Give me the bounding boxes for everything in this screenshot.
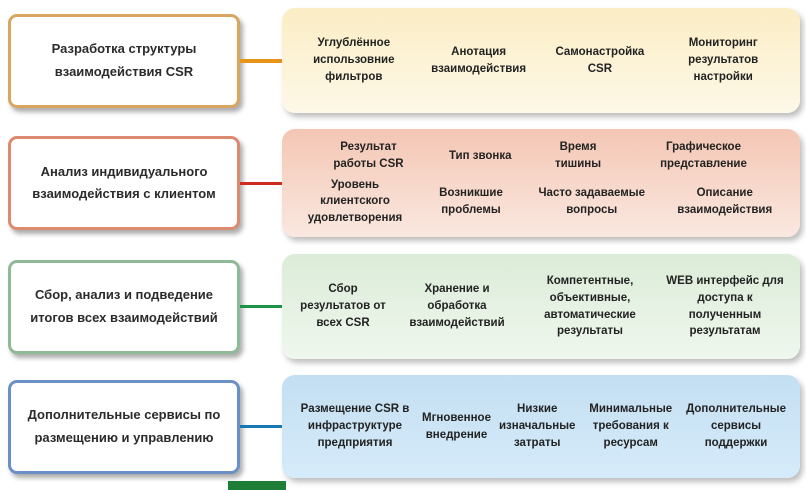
category-title: Анализ индивидуального взаимодействия с … <box>32 163 216 201</box>
detail-item: Самонастройка CSR <box>555 45 645 75</box>
detail-item: Размещение CSR в инфраструктуре предприя… <box>300 403 410 449</box>
detail-item: Компетентные, объективные, автоматически… <box>544 275 636 338</box>
detail-item: WEB интерфейс для доступа к полученным р… <box>666 275 784 338</box>
category-box-structure-development: Разработка структуры взаимодействия CSR <box>8 13 240 108</box>
flow-row-individual-analysis: Анализ индивидуального взаимодействия с … <box>8 129 800 237</box>
category-title: Дополнительные сервисы по размещению и у… <box>27 407 221 445</box>
category-title: Сбор, анализ и подведение итогов всех вз… <box>30 287 218 325</box>
detail-item: Описание взаимодействия <box>677 187 773 216</box>
detail-item: Графическое представление <box>660 141 747 170</box>
detail-item: Уровень клиентского удовлетворения <box>307 178 403 225</box>
details-line-bottom: Уровень клиентского удовлетворения Возни… <box>292 177 790 227</box>
category-title: Разработка структуры взаимодействия CSR <box>51 41 197 79</box>
connector-line-orange <box>240 58 282 63</box>
category-box-additional-services: Дополнительные сервисы по размещению и у… <box>8 379 240 474</box>
detail-item: Мониторинг результатов настройки <box>688 37 759 83</box>
detail-item: Углублённое использовние фильтров <box>313 37 395 83</box>
category-box-results-collection: Сбор, анализ и подведение итогов всех вз… <box>8 259 240 354</box>
detail-item: Время тишины <box>554 141 602 170</box>
detail-item: Дополнительные сервисы поддержки <box>686 403 786 449</box>
category-box-individual-analysis: Анализ индивидуального взаимодействия с … <box>8 136 240 230</box>
bottom-green-bar <box>228 481 286 490</box>
details-panel-additional-services: Размещение CSR в инфраструктуре предприя… <box>282 375 800 478</box>
detail-item: Возникшие проблемы <box>439 187 503 216</box>
connector-line-red <box>240 181 282 185</box>
detail-item: Хранение и обработка взаимодействий <box>409 283 505 329</box>
connector-line-blue <box>240 425 282 428</box>
flow-row-additional-services: Дополнительные сервисы по размещению и у… <box>8 375 800 478</box>
details-line-top: Результат работы CSR Тип звонка Время ти… <box>292 139 790 172</box>
detail-item: Результат работы CSR <box>333 141 404 170</box>
details-panel-results-collection: Сбор результатов от всех CSR Хранение и … <box>282 254 800 359</box>
detail-item: Сбор результатов от всех CSR <box>300 283 386 329</box>
detail-item: Анотация взаимодействия <box>431 45 527 75</box>
connector-line-green <box>240 305 282 308</box>
details-panel-structure-development: Углублённое использовние фильтров Анотац… <box>282 8 800 113</box>
details-panel-individual-analysis: Результат работы CSR Тип звонка Время ти… <box>282 129 800 237</box>
detail-item: Минимальные требования к ресурсам <box>589 403 673 449</box>
detail-item: Часто задаваемые вопросы <box>538 187 645 216</box>
detail-item: Низкие изначальные затраты <box>498 403 576 449</box>
detail-item: Мгновенное внедрение <box>422 411 491 441</box>
flow-row-results-collection: Сбор, анализ и подведение итогов всех вз… <box>8 254 800 359</box>
detail-item: Тип звонка <box>448 149 512 162</box>
flow-row-structure-development: Разработка структуры взаимодействия CSR … <box>8 8 800 113</box>
